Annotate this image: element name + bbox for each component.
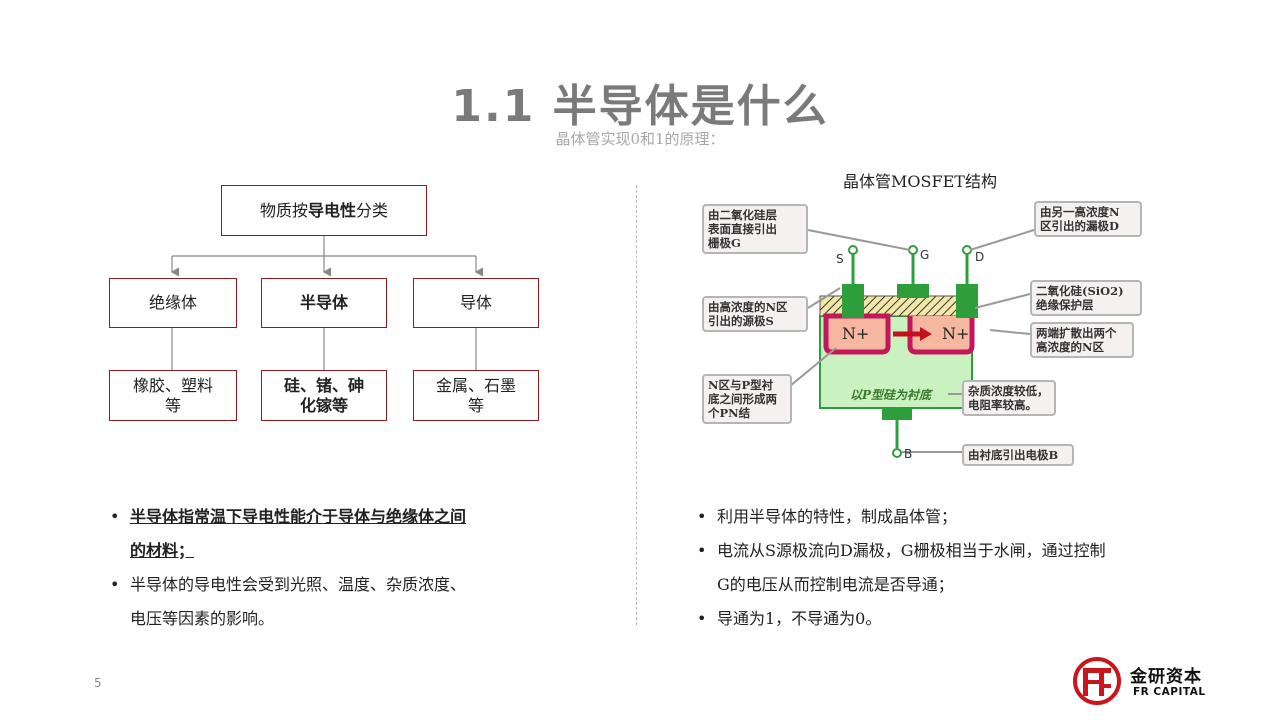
examples-semiconductor: 硅、锗、砷 化镓等: [261, 370, 387, 421]
category-insulator: 绝缘体: [109, 278, 237, 328]
tree-root-bold: 导电性: [307, 200, 356, 220]
callout-pn-junction: N区与P型衬 底之间形成两 个PN结: [702, 374, 792, 424]
tree-root-pre: 物质按: [259, 200, 308, 220]
page-number: 5: [94, 676, 102, 690]
fr-capital-logo-icon: [1073, 657, 1121, 705]
bullet-factors: 半导体的导电性会受到光照、温度、杂质浓度、 电压等因素的影响。: [110, 568, 610, 636]
page-title: 1.1 半导体是什么: [451, 81, 829, 132]
callout-line: 两端扩散出两个: [1036, 326, 1117, 340]
callout-gate: 由二氧化硅层 表面直接引出 栅极G: [702, 204, 808, 254]
logo-cn-text: 金研资本: [1130, 667, 1202, 687]
bullet-text: 的材料；: [130, 541, 195, 560]
callout-line: 表面直接引出: [708, 222, 777, 236]
callout-line: 区引出的漏极D: [1040, 219, 1119, 233]
n-plus-left-label: N+: [842, 324, 870, 343]
bullet-current-flow: 电流从S源极流向D漏极，G栅极相当于水闸，通过控制 G的电压从而控制电流是否导通…: [697, 534, 1237, 602]
callout-line: 二氧化硅(SiO2): [1036, 284, 1124, 298]
callout-n-region: 两端扩散出两个 高浓度的N区: [1030, 322, 1134, 358]
page-subtitle: 晶体管实现0和1的原理：: [555, 130, 725, 148]
left-bullet-list: 半导体指常温下导电性能介于导体与绝缘体之间 的材料； 半导体的导电性会受到光照、…: [110, 500, 610, 636]
callout-line: 由衬底引出电极B: [968, 448, 1059, 462]
callout-line: 引出的源极S: [708, 314, 774, 328]
gate-contact: [897, 284, 929, 298]
callout-doping: 杂质浓度较低， 电阻率较高。: [962, 380, 1056, 416]
terminal-s: S: [836, 252, 844, 266]
right-bullet-list: 利用半导体的特性，制成晶体管； 电流从S源极流向D漏极，G栅极相当于水闸，通过控…: [697, 500, 1237, 636]
examples-line: 橡胶、塑料: [132, 375, 213, 395]
terminal-d: D: [975, 250, 985, 264]
bullet-transistor: 利用半导体的特性，制成晶体管；: [697, 500, 1237, 534]
n-region-right: [907, 316, 975, 355]
callout-line: 由高浓度的N区: [708, 300, 788, 314]
callout-line: N区与P型衬: [708, 378, 774, 392]
mosfet-diagram: 晶体管MOSFET结构: [690, 168, 1150, 468]
bullet-text: 导通为1，不导通为0。: [717, 609, 882, 628]
examples-line: 化镓等: [299, 395, 348, 415]
bullet-definition: 半导体指常温下导电性能介于导体与绝缘体之间 的材料；: [110, 500, 610, 568]
category-label: 导体: [459, 293, 492, 312]
terminal-g: G: [920, 248, 930, 262]
bullet-text: 电压等因素的影响。: [130, 609, 275, 628]
tree-root-post: 分类: [356, 200, 389, 220]
tree-root-box: 物质按导电性分类: [221, 185, 427, 236]
substrate-label: 以P型硅为衬底: [850, 388, 932, 402]
n-plus-right-label: N+: [942, 324, 970, 343]
column-divider: [636, 185, 637, 625]
callout-line: 由另一高浓度N: [1040, 205, 1120, 219]
category-label: 绝缘体: [148, 293, 197, 312]
callout-oxide: 二氧化硅(SiO2) 绝缘保护层: [1030, 280, 1142, 316]
callout-base: 由衬底引出电极B: [962, 444, 1074, 466]
callout-source: 由高浓度的N区 引出的源极S: [702, 296, 808, 332]
source-contact: [842, 284, 864, 318]
category-semiconductor: 半导体: [261, 278, 387, 328]
logo-en-text: FR CAPITAL: [1133, 686, 1206, 698]
callout-line: 杂质浓度较低，: [968, 384, 1049, 398]
callout-line: 栅极G: [708, 236, 741, 250]
callout-drain: 由另一高浓度N 区引出的漏极D: [1034, 201, 1142, 237]
callout-line: 电阻率较高。: [968, 398, 1037, 412]
callout-line: 底之间形成两: [708, 392, 777, 406]
callout-line: 高浓度的N区: [1036, 340, 1105, 354]
bullet-text: 半导体指常温下导电性能介于导体与绝缘体之间: [130, 507, 467, 526]
mosfet-structure: [789, 229, 1035, 458]
base-contact: [882, 408, 912, 420]
n-region-left: [823, 313, 891, 355]
examples-line: 等: [467, 395, 484, 415]
examples-line: 等: [164, 395, 181, 415]
bullet-binary: 导通为1，不导通为0。: [697, 602, 1237, 636]
bullet-text: 电流从S源极流向D漏极，G栅极相当于水闸，通过控制: [717, 541, 1106, 560]
examples-conductor: 金属、石墨 等: [413, 370, 539, 421]
callout-line: 由二氧化硅层: [708, 208, 777, 222]
category-conductor: 导体: [413, 278, 539, 328]
category-label: 半导体: [299, 293, 348, 312]
bullet-text: 半导体的导电性会受到光照、温度、杂质浓度、: [130, 575, 467, 594]
examples-line: 金属、石墨: [435, 375, 516, 395]
bullet-text: 利用半导体的特性，制成晶体管；: [717, 507, 958, 526]
callout-line: 个PN结: [708, 406, 751, 420]
callout-line: 绝缘保护层: [1036, 298, 1094, 312]
diagram-title: 晶体管MOSFET结构: [843, 172, 997, 191]
examples-insulator: 橡胶、塑料 等: [109, 370, 237, 421]
terminal-b: B: [904, 447, 913, 461]
examples-line: 硅、锗、砷: [283, 375, 364, 395]
bullet-text: G的电压从而控制电流是否导通；: [717, 575, 954, 594]
drain-contact: [956, 284, 978, 318]
